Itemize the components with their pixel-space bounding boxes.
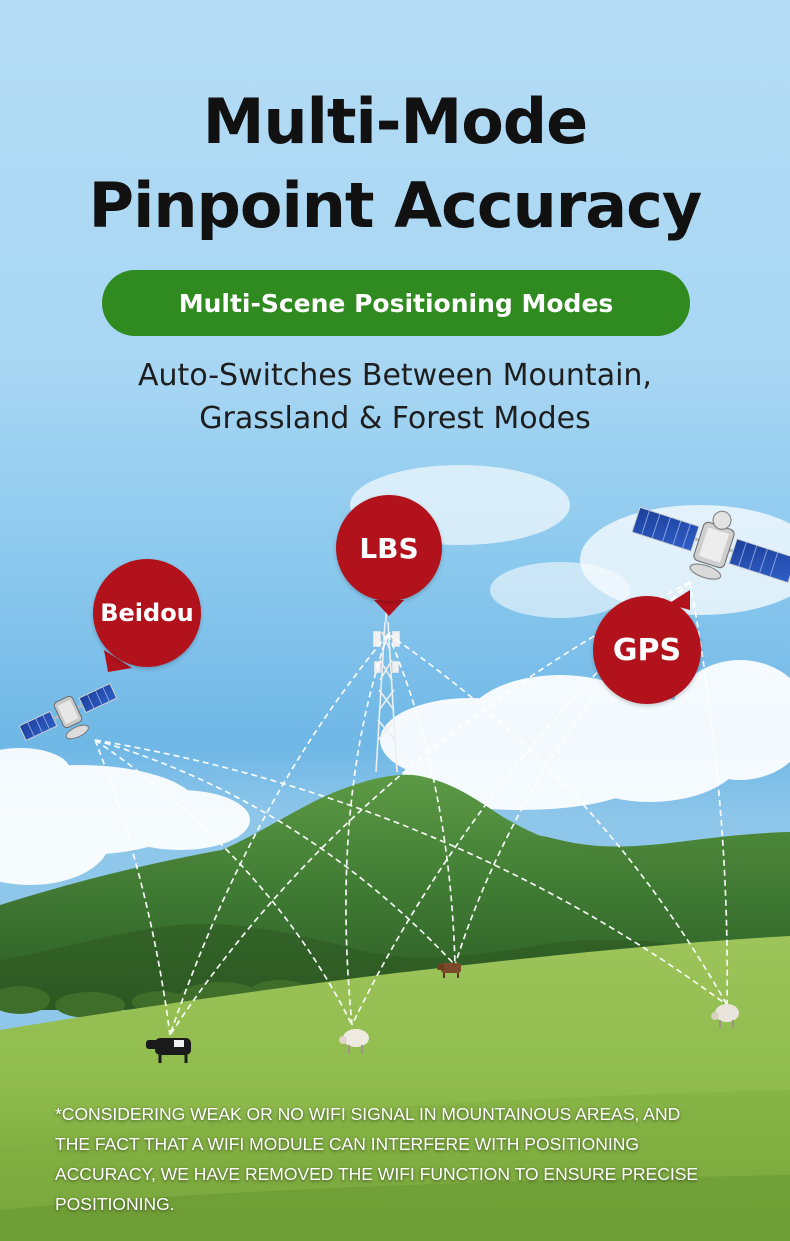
cell-tower-icon	[373, 612, 400, 773]
gps-label: GPS	[612, 632, 682, 668]
page-title: Multi-Mode Pinpoint Accuracy	[0, 80, 790, 248]
footnote-line-1: *CONSIDERING WEAK OR NO WIFI SIGNAL IN M…	[55, 1104, 681, 1124]
subtitle-line-2: Grassland & Forest Modes	[199, 401, 591, 436]
animal-icon	[711, 1004, 739, 1028]
bubble-pointer	[374, 600, 404, 616]
wifi-disclaimer: *CONSIDERING WEAK OR NO WIFI SIGNAL IN M…	[55, 1099, 755, 1219]
lbs-label: LBS	[359, 531, 419, 565]
subtitle-line-1: Auto-Switches Between Mountain,	[138, 358, 652, 393]
footnote-line-4: POSITIONING.	[55, 1194, 175, 1214]
positioning-modes-badge: Multi-Scene Positioning Modes	[102, 270, 690, 336]
title-line-2: Pinpoint Accuracy	[88, 169, 703, 242]
gps-bubble: GPS	[593, 596, 701, 704]
lbs-bubble: LBS	[336, 495, 442, 601]
subtitle: Auto-Switches Between Mountain, Grasslan…	[0, 354, 790, 440]
beidou-label: Beidou	[100, 599, 194, 627]
satellite-icon	[18, 682, 118, 742]
animal-icon	[339, 1029, 369, 1054]
beidou-bubble: Beidou	[93, 559, 201, 667]
bubble-pointer	[104, 650, 132, 672]
signal-lines	[94, 581, 729, 1036]
footnote-line-3: ACCURACY, WE HAVE REMOVED THE WIFI FUNCT…	[55, 1164, 699, 1184]
animal-icon	[146, 1038, 191, 1063]
title-line-1: Multi-Mode	[202, 85, 588, 158]
satellite-icon	[631, 506, 790, 584]
badge-label: Multi-Scene Positioning Modes	[178, 288, 614, 318]
animal-icon	[437, 963, 461, 978]
footnote-line-2: THE FACT THAT A WIFI MODULE CAN INTERFER…	[55, 1134, 640, 1154]
